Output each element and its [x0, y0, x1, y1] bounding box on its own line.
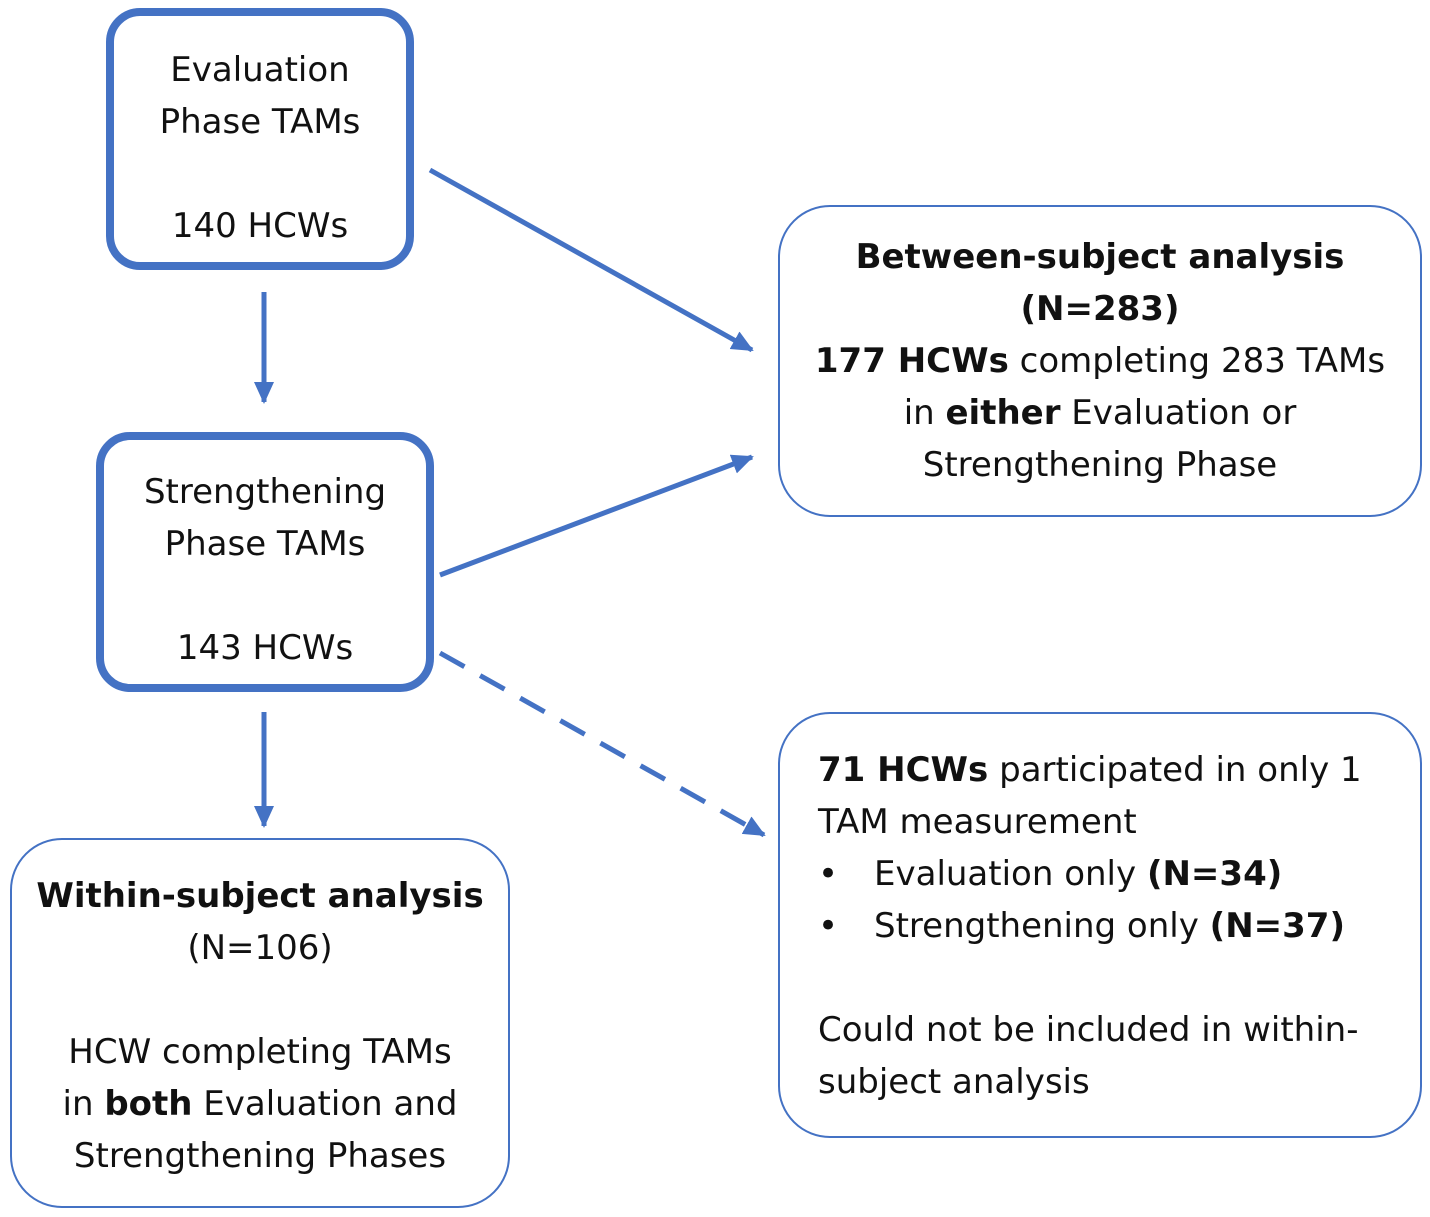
within-line4: in both Evaluation and — [62, 1084, 458, 1124]
strengthening-count: 143 HCWs — [176, 628, 354, 668]
arrow-strengthening-to-between — [439, 454, 754, 578]
between-title: Between-subject analysis — [855, 237, 1345, 277]
bullet-icon: • — [818, 854, 839, 894]
within-n: (N=106) — [187, 928, 333, 968]
strengthening-phase-box: Strengthening Phase TAMs 143 HCWs — [96, 432, 434, 692]
strengthening-line1: Strengthening — [143, 472, 387, 512]
bullet-icon: • — [818, 906, 839, 946]
dashed-arrow-strengthening-to-single — [438, 650, 766, 838]
evaluation-count: 140 HCWs — [171, 206, 349, 246]
bullet-evaluation-only: • Evaluation only (N=34) — [818, 848, 1420, 900]
single-measurement-box: 71 HCWs participated in only 1 TAM measu… — [778, 712, 1422, 1138]
between-subject-box: Between-subject analysis (N=283) 177 HCW… — [778, 205, 1422, 517]
evaluation-line1: Evaluation — [170, 50, 350, 90]
between-line3: 177 HCWs completing 283 TAMs — [814, 341, 1386, 381]
strengthening-line2: Phase TAMs — [164, 524, 366, 564]
arrow-evaluation-to-between — [428, 167, 754, 353]
single-line6: subject analysis — [818, 1062, 1090, 1102]
within-subject-box: Within-subject analysis (N=106) HCW comp… — [10, 838, 510, 1208]
within-line5: Strengthening Phases — [73, 1136, 447, 1176]
single-line1: 71 HCWs participated in only 1 — [818, 750, 1362, 790]
single-line5: Could not be included in within- — [818, 1010, 1359, 1050]
evaluation-line2: Phase TAMs — [159, 102, 361, 142]
evaluation-phase-box: Evaluation Phase TAMs 140 HCWs — [106, 8, 414, 270]
between-n: (N=283) — [1020, 289, 1180, 329]
within-title: Within-subject analysis — [36, 876, 484, 916]
single-line2: TAM measurement — [818, 802, 1137, 842]
bullet-strengthening-only: • Strengthening only (N=37) — [818, 900, 1420, 952]
between-line4: in either Evaluation or — [903, 393, 1297, 433]
between-line5: Strengthening Phase — [922, 445, 1278, 485]
within-line3: HCW completing TAMs — [68, 1032, 452, 1072]
